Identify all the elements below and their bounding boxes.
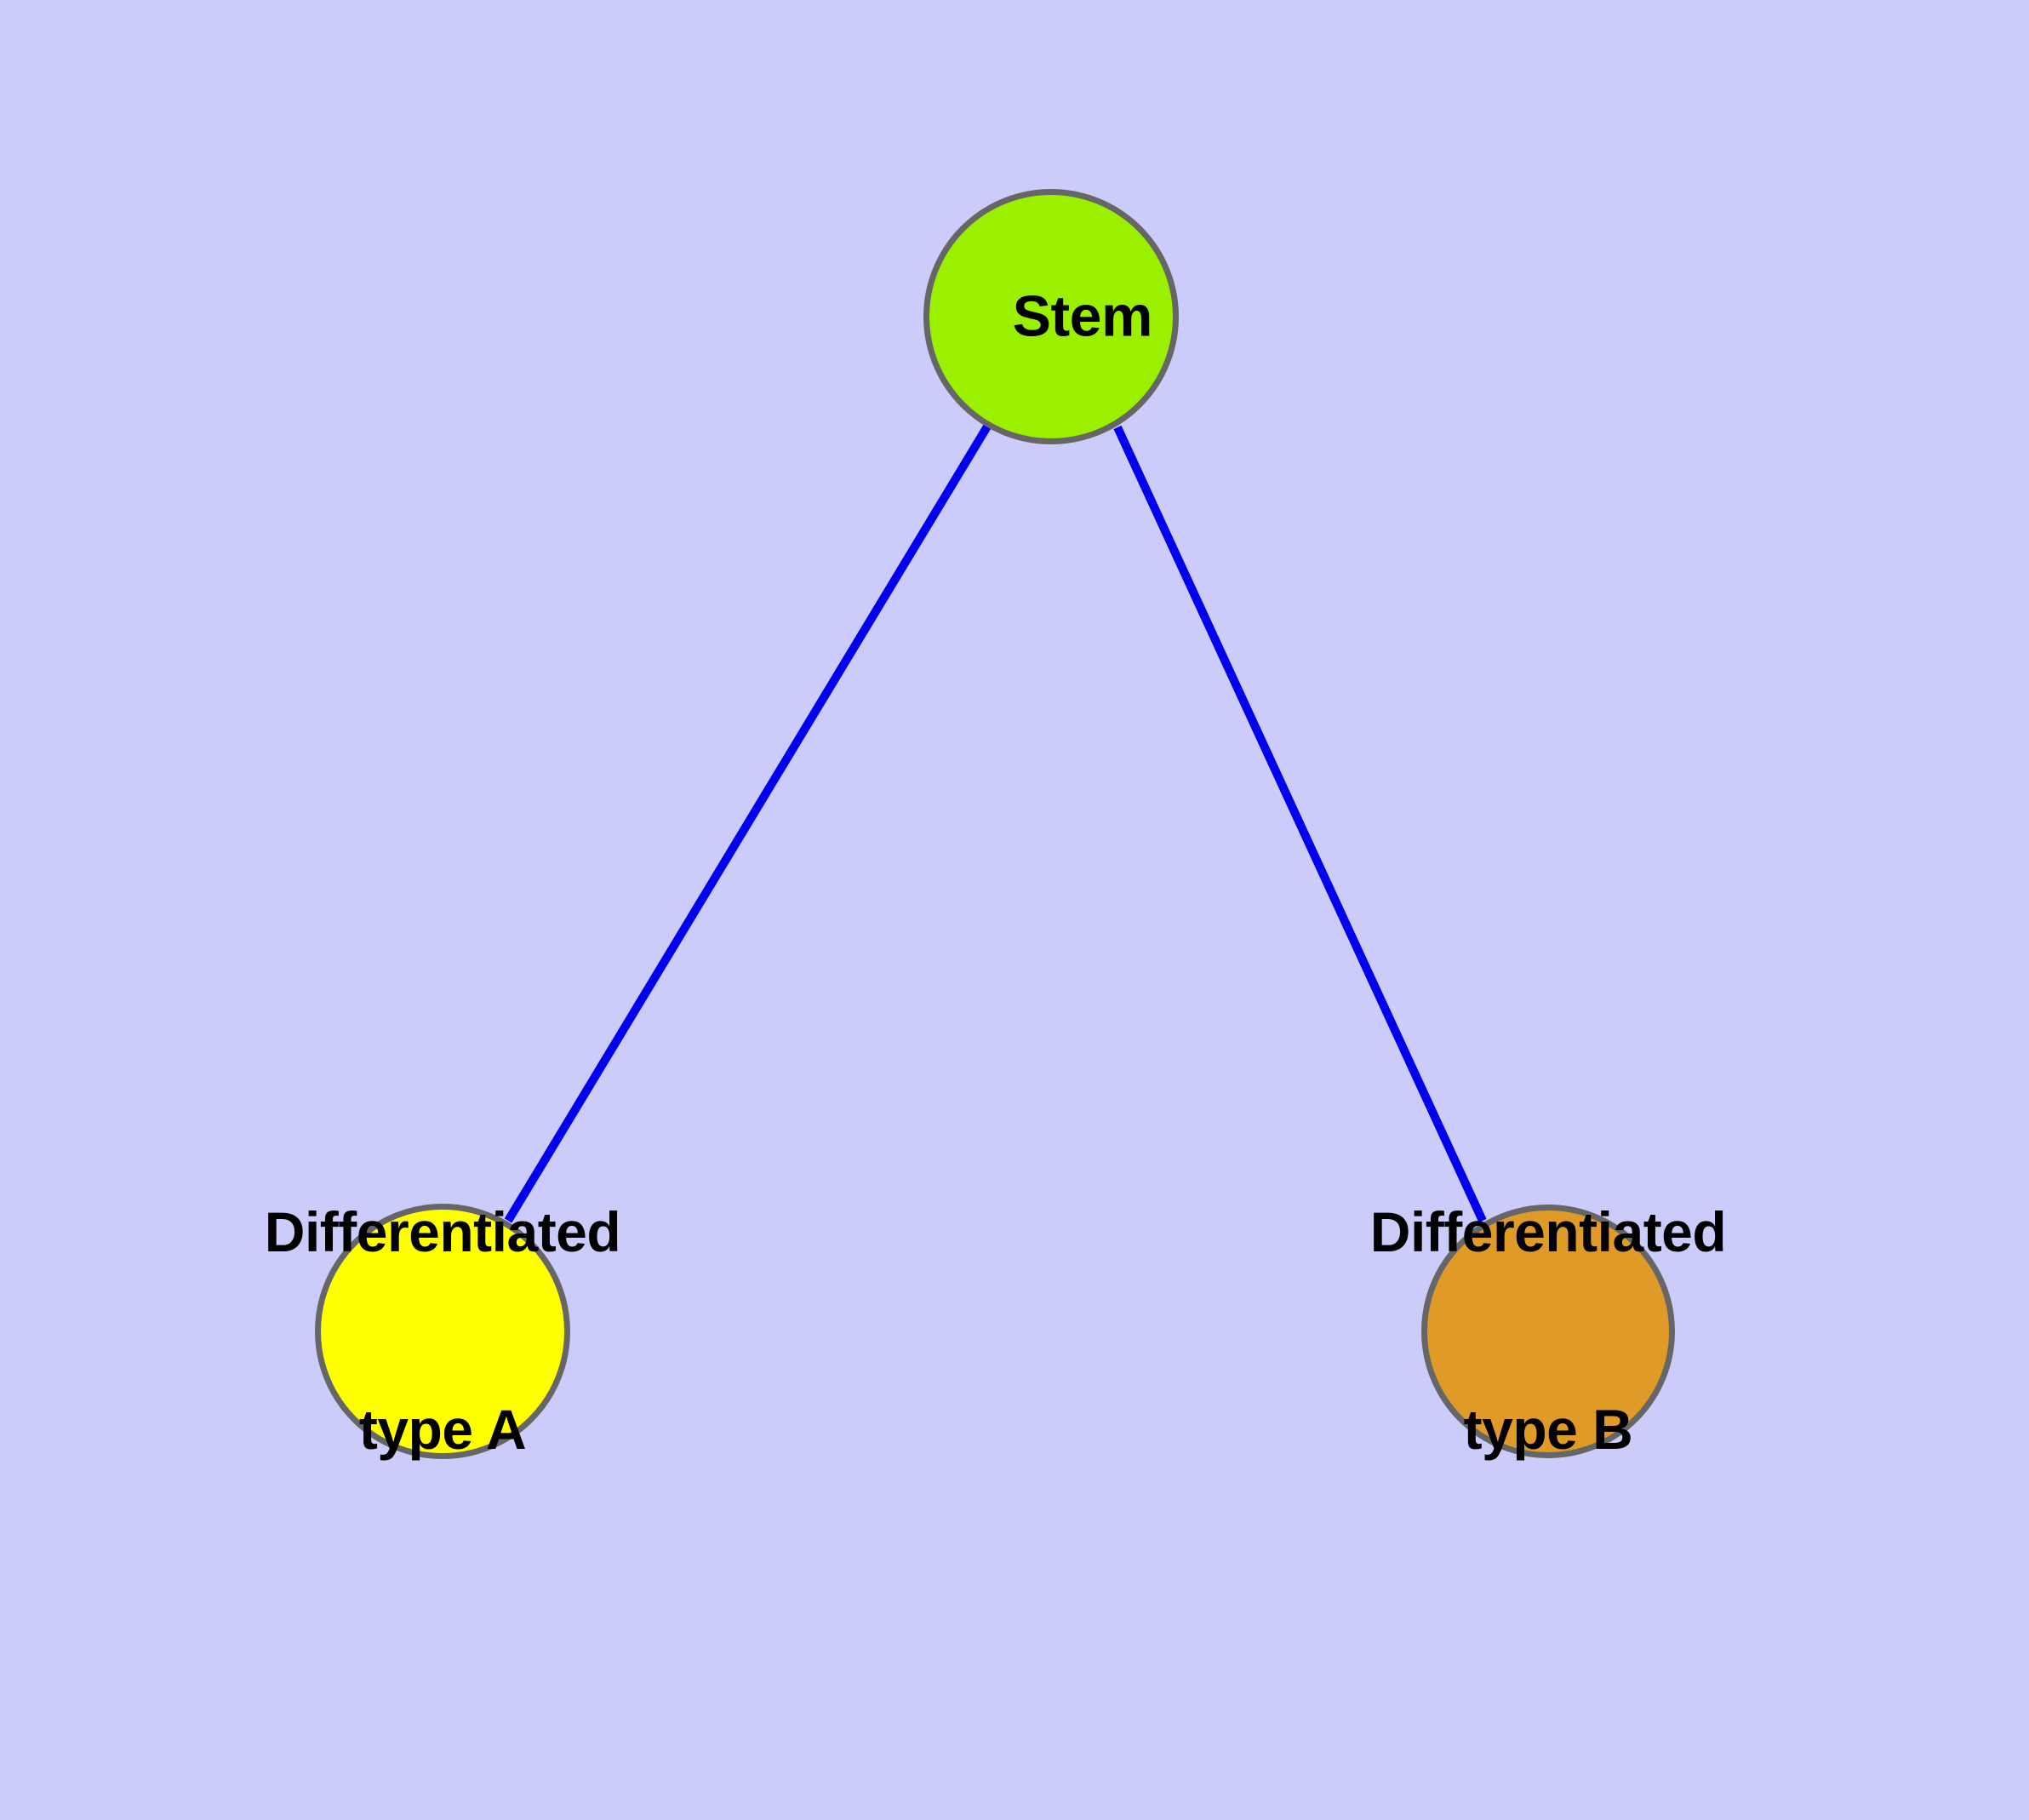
node-stem[interactable]	[923, 189, 1179, 444]
node-layer	[315, 189, 1675, 1459]
edge-stem-to-differentiated-type-a	[504, 424, 992, 1223]
edge-stem-to-differentiated-type-b	[1113, 425, 1487, 1223]
node-differentiated-type-b[interactable]	[1421, 1205, 1675, 1458]
edge-layer	[504, 424, 1487, 1223]
node-differentiated-type-a[interactable]	[315, 1204, 570, 1459]
